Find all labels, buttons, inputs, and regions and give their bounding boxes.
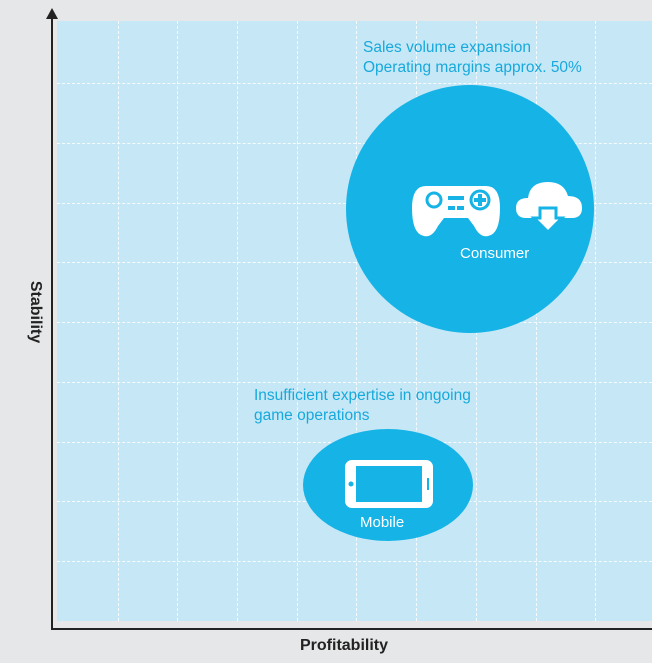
consumer-label: Consumer xyxy=(460,245,530,262)
grid-line xyxy=(57,143,652,144)
y-axis xyxy=(51,16,53,630)
y-axis-label: Stability xyxy=(27,280,44,344)
cloud-download-icon xyxy=(516,182,582,235)
x-axis xyxy=(51,628,652,630)
mobile-note-line: game operations xyxy=(254,407,370,424)
grid-line xyxy=(536,21,537,621)
gamepad-icon xyxy=(412,186,500,237)
grid-line xyxy=(356,21,357,621)
y-axis-arrow-icon xyxy=(46,8,58,19)
mobile-note: Insufficient expertise in ongoing game o… xyxy=(254,386,471,426)
grid-line xyxy=(57,382,652,383)
grid-line xyxy=(118,21,119,621)
consumer-note-line: Sales volume expansion xyxy=(363,39,532,56)
grid-line xyxy=(297,21,298,621)
consumer-note-line: Operating margins approx. 50% xyxy=(363,59,582,76)
grid-line xyxy=(57,262,652,263)
grid-line xyxy=(595,21,596,621)
grid-line xyxy=(57,322,652,323)
consumer-note: Sales volume expansion Operating margins… xyxy=(363,38,582,78)
grid-line xyxy=(237,21,238,621)
mobile-label: Mobile xyxy=(360,514,405,531)
smartphone-icon xyxy=(345,460,433,508)
mobile-note-line: Insufficient expertise in ongoing xyxy=(254,387,471,404)
grid-line xyxy=(57,83,652,84)
grid-line xyxy=(57,561,652,562)
x-axis-label: Profitability xyxy=(300,637,389,654)
grid-line xyxy=(177,21,178,621)
